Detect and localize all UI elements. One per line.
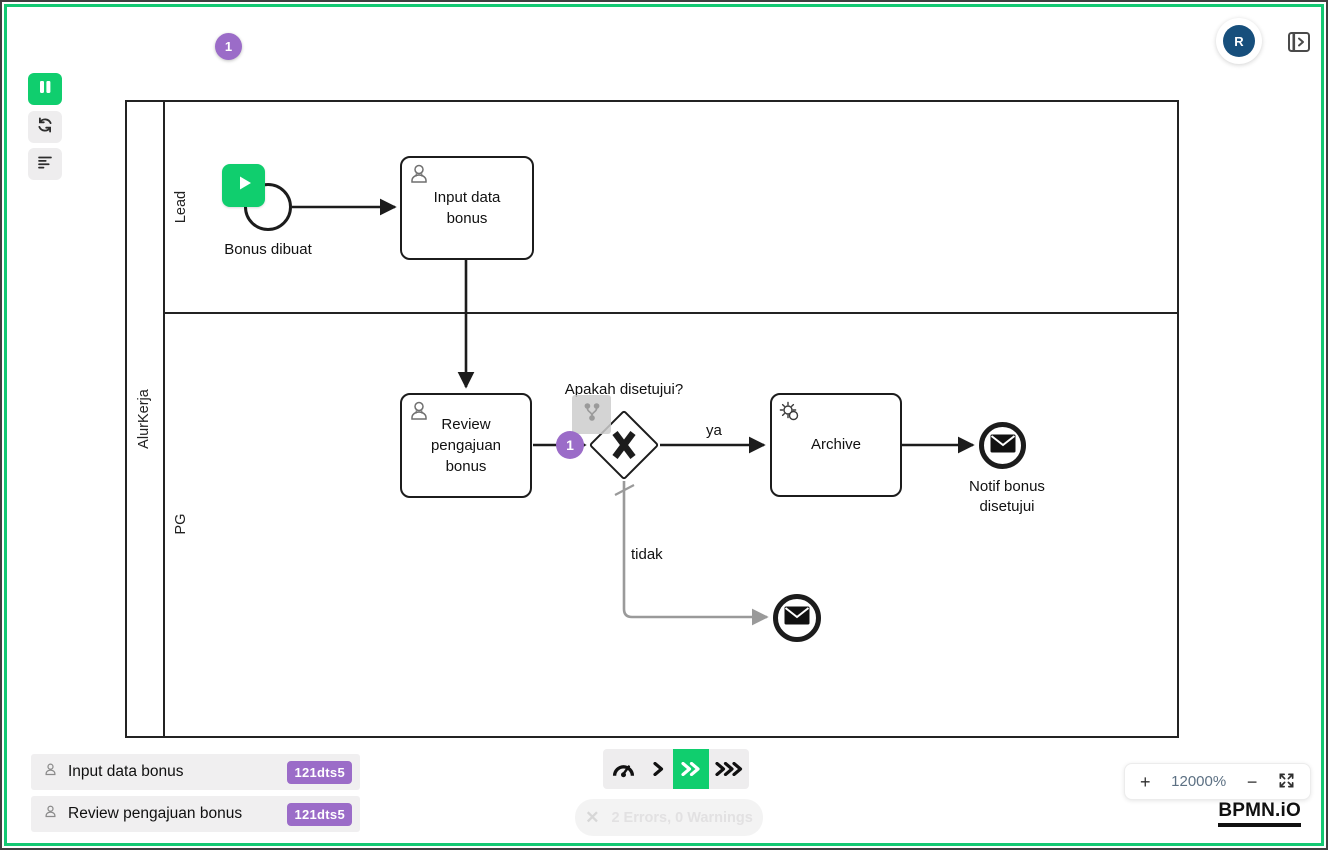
lane-divider [165,312,1177,314]
exclusive-gateway[interactable] [588,409,660,481]
reset-icon [36,116,54,139]
log-entry-input-data-bonus[interactable]: Input data bonus 121dts5 [31,754,360,790]
user-avatar[interactable]: R [1216,18,1262,64]
service-task-icon [777,399,803,431]
user-task-icon [407,399,431,429]
speed-slow-button[interactable] [643,749,673,789]
pause-simulation-button[interactable] [28,73,62,105]
show-simulation-log-button[interactable] [28,148,62,180]
log-entry-label: Input data bonus [68,763,184,780]
task-label: Review pengajuan bonus [430,415,502,476]
log-entry-review-pengajuan-bonus[interactable]: Review pengajuan bonus 121dts5 [31,796,360,832]
user-task-icon [407,162,431,192]
set-sequence-flow-button[interactable] [572,395,611,434]
sequence-flows [292,198,975,626]
fork-icon [581,401,603,428]
user-task-icon [43,762,58,782]
speed-medium-button[interactable] [673,749,709,789]
properties-panel-toggle-icon[interactable] [1286,29,1312,55]
avatar-initial: R [1223,25,1255,57]
close-icon: ✕ [585,807,600,827]
message-icon [990,434,1016,458]
floating-token-count-badge: 1 [215,33,242,60]
trigger-start-event-button[interactable] [222,164,265,207]
end-event-tidak[interactable] [773,594,821,642]
xor-marker-icon [609,428,639,467]
zoom-in-button[interactable]: + [1140,771,1151,792]
bpmn-io-logo[interactable]: BPMN.iO [1218,800,1301,827]
errors-summary-text: 2 Errors, 0 Warnings [611,809,753,826]
task-label: Input data bonus [433,188,501,227]
user-task-icon [43,804,58,824]
pool-alurkerja[interactable] [125,100,1179,738]
zoom-controls: + 12000% − [1124,763,1311,800]
scope-id-badge: 121dts5 [287,802,352,826]
message-icon [784,606,810,630]
flow-label-tidak: tidak [631,546,663,563]
fit-viewport-icon[interactable] [1278,772,1295,792]
pool-header-band [127,102,165,736]
play-icon [233,172,255,199]
zoom-level-text: 12000% [1171,773,1227,790]
start-event-label: Bonus dibuat [224,241,312,258]
speedometer-icon [603,749,643,789]
playback-speed-control [603,749,749,789]
start-event-bonus-dibuat[interactable] [244,183,292,231]
task-archive[interactable]: Archive [770,393,902,497]
errors-warnings-pill[interactable]: ✕ 2 Errors, 0 Warnings [575,799,763,836]
scope-id-badge: 121dts5 [287,760,352,784]
task-input-data-bonus[interactable]: Input data bonus [400,156,534,260]
log-entry-label: Review pengajuan bonus [68,805,243,822]
end-event-label: Notif bonus disetujui [969,478,1045,516]
flow-label-ya: ya [706,422,722,439]
gateway-label: Apakah disetujui? [564,381,684,398]
gateway-token-count-badge: 1 [556,431,584,459]
speed-fast-button[interactable] [709,749,749,789]
bpmn-canvas-app: 1 R [4,4,1324,846]
task-label: Archive [810,436,862,454]
task-review-pengajuan-bonus[interactable]: Review pengajuan bonus [400,393,532,498]
reset-simulation-button[interactable] [28,111,62,143]
end-event-notif-disetujui[interactable] [979,422,1026,469]
log-icon [36,153,54,176]
zoom-out-button[interactable]: − [1246,771,1258,792]
pause-icon [37,79,53,100]
